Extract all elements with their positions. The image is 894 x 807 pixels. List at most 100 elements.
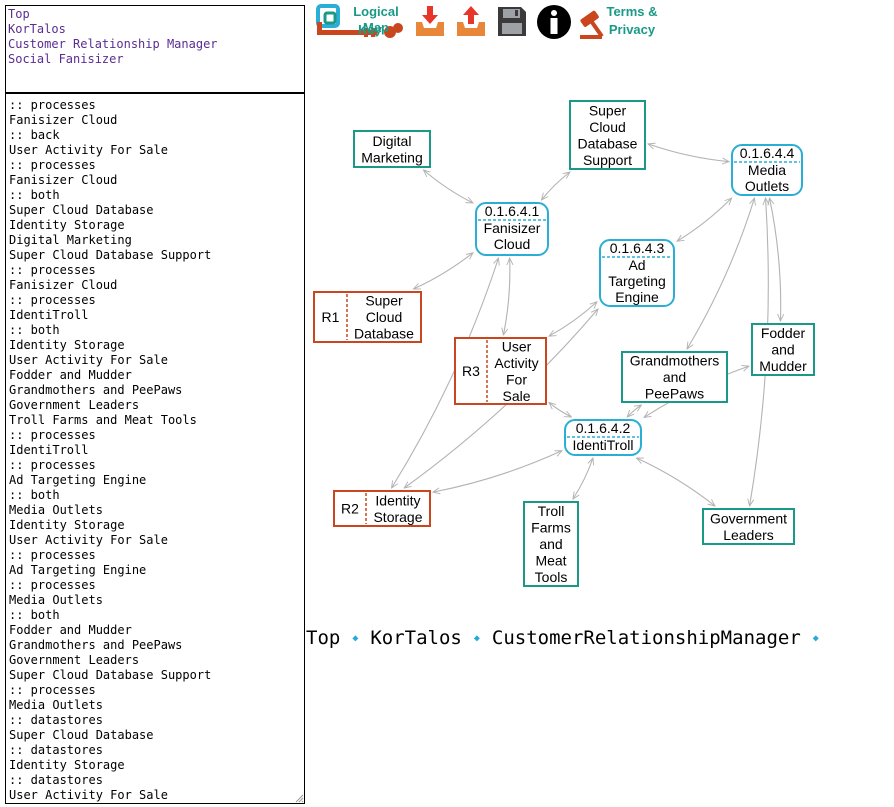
datastore-label: Database bbox=[354, 326, 414, 342]
datastore-label: User bbox=[502, 338, 532, 354]
breadcrumb-link-top[interactable]: Top bbox=[8, 7, 30, 21]
logical-map-key-button[interactable]: Logical Map Key bbox=[316, 4, 406, 42]
datastore-shape bbox=[313, 291, 422, 343]
bottom-crumb-top[interactable]: Top bbox=[306, 627, 341, 649]
flow-edge bbox=[573, 458, 593, 499]
text-line: :: processes bbox=[9, 293, 96, 307]
logical-map-label-1: Logical Map bbox=[353, 4, 399, 35]
data-flow-diagram: 0.1.6.4.1FanisizerCloud0.1.6.4.2IdentiTr… bbox=[313, 100, 815, 587]
gavel-icon bbox=[580, 10, 604, 39]
datastore-shape bbox=[454, 337, 547, 405]
crumb-separator-icon: ◆ bbox=[473, 633, 480, 644]
upload-icon[interactable] bbox=[455, 4, 487, 38]
external-entity-label: Cloud bbox=[589, 119, 626, 135]
process-shape bbox=[475, 202, 549, 256]
breadcrumb-panel: Top KorTalos Customer Relationship Manag… bbox=[5, 5, 305, 93]
flow-edge bbox=[541, 172, 569, 200]
external-entity-label: Fodder bbox=[761, 325, 806, 341]
info-icon[interactable] bbox=[536, 4, 572, 40]
text-line: Government Leaders bbox=[9, 653, 140, 667]
text-line: :: processes bbox=[9, 548, 96, 562]
breadcrumb-link-crm[interactable]: Customer Relationship Manager bbox=[8, 37, 218, 51]
process-number: 0.1.6.4.1 bbox=[485, 203, 540, 219]
text-line: Identity Storage bbox=[9, 218, 125, 232]
crumb-separator-icon: ◆ bbox=[352, 633, 359, 644]
external-entity-label: Leaders bbox=[723, 527, 774, 543]
terms-label-2: Privacy bbox=[608, 22, 656, 37]
process-label: Media bbox=[748, 162, 786, 178]
bottom-crumb-crm[interactable]: CustomerRelationshipManager bbox=[491, 627, 801, 649]
external-shape bbox=[569, 100, 646, 170]
external-entity-label: and bbox=[539, 536, 562, 552]
terms-privacy-button[interactable]: Terms & Privacy bbox=[578, 4, 658, 42]
process-label: Cloud bbox=[494, 236, 531, 252]
text-line: :: processes bbox=[9, 428, 96, 442]
text-line: :: processes bbox=[9, 263, 96, 277]
text-line: :: datastores bbox=[9, 773, 103, 787]
text-line: Super Cloud Database Support bbox=[9, 248, 212, 262]
process-number: 0.1.6.4.3 bbox=[610, 240, 665, 256]
text-line: Identity Storage bbox=[9, 518, 125, 532]
external-entity-label: and bbox=[663, 369, 686, 385]
external-entity-label: Support bbox=[583, 152, 632, 168]
flow-edge bbox=[433, 450, 562, 492]
breadcrumb-link-social-fanisizer[interactable]: Social Fanisizer bbox=[8, 52, 124, 66]
process-label: Targeting bbox=[608, 273, 666, 289]
flow-edge bbox=[424, 170, 474, 203]
external-entity-label: Farms bbox=[531, 520, 571, 536]
text-line: IdentiTroll bbox=[9, 308, 89, 322]
text-line: Media Outlets bbox=[9, 698, 103, 712]
resize-grip-icon[interactable] bbox=[294, 793, 304, 803]
text-line: Ad Targeting Engine bbox=[9, 473, 147, 487]
external-entity-label: and bbox=[771, 342, 794, 358]
text-line: Government Leaders bbox=[9, 398, 140, 412]
datastore-shape bbox=[333, 490, 431, 527]
text-line: Fodder and Mudder bbox=[9, 368, 132, 382]
save-icon[interactable] bbox=[496, 4, 528, 38]
download-icon[interactable] bbox=[414, 4, 446, 38]
text-line: Super Cloud Database bbox=[9, 728, 154, 742]
external-entity-label: Tools bbox=[535, 569, 568, 585]
external-entity-label: Government bbox=[710, 510, 787, 526]
external-entity-label: Mudder bbox=[759, 358, 807, 374]
flow-edge bbox=[413, 253, 473, 290]
logical-map-label-2: Key bbox=[358, 22, 382, 37]
text-line: :: both bbox=[9, 188, 60, 202]
bottom-crumb-kortalos[interactable]: KorTalos bbox=[370, 627, 462, 649]
text-line: Fanisizer Cloud bbox=[9, 278, 118, 292]
datastore-label: Storage bbox=[373, 509, 422, 525]
datastore-label: Sale bbox=[502, 388, 530, 404]
terms-label-1: Terms & bbox=[606, 4, 658, 19]
key-icon bbox=[316, 4, 403, 38]
text-line: Identity Storage bbox=[9, 758, 125, 772]
text-line: :: back bbox=[9, 128, 60, 142]
flow-edge bbox=[627, 405, 641, 417]
datastore-ref: R3 bbox=[462, 363, 480, 379]
datastore-label: Identity bbox=[375, 492, 420, 508]
text-line: Ad Targeting Engine bbox=[9, 563, 147, 577]
flow-edge bbox=[677, 198, 732, 241]
datastore-label: For bbox=[506, 371, 527, 387]
external-entity-label: Grandmothers bbox=[630, 353, 719, 369]
external-entity-label: Database bbox=[578, 135, 638, 151]
datastore-label: Activity bbox=[494, 355, 538, 371]
text-line: Identity Storage bbox=[9, 338, 125, 352]
process-label: Engine bbox=[615, 289, 659, 305]
breadcrumb-link-kortalos[interactable]: KorTalos bbox=[8, 22, 66, 36]
text-line: :: processes bbox=[9, 158, 96, 172]
process-label: Fanisizer bbox=[484, 220, 541, 236]
